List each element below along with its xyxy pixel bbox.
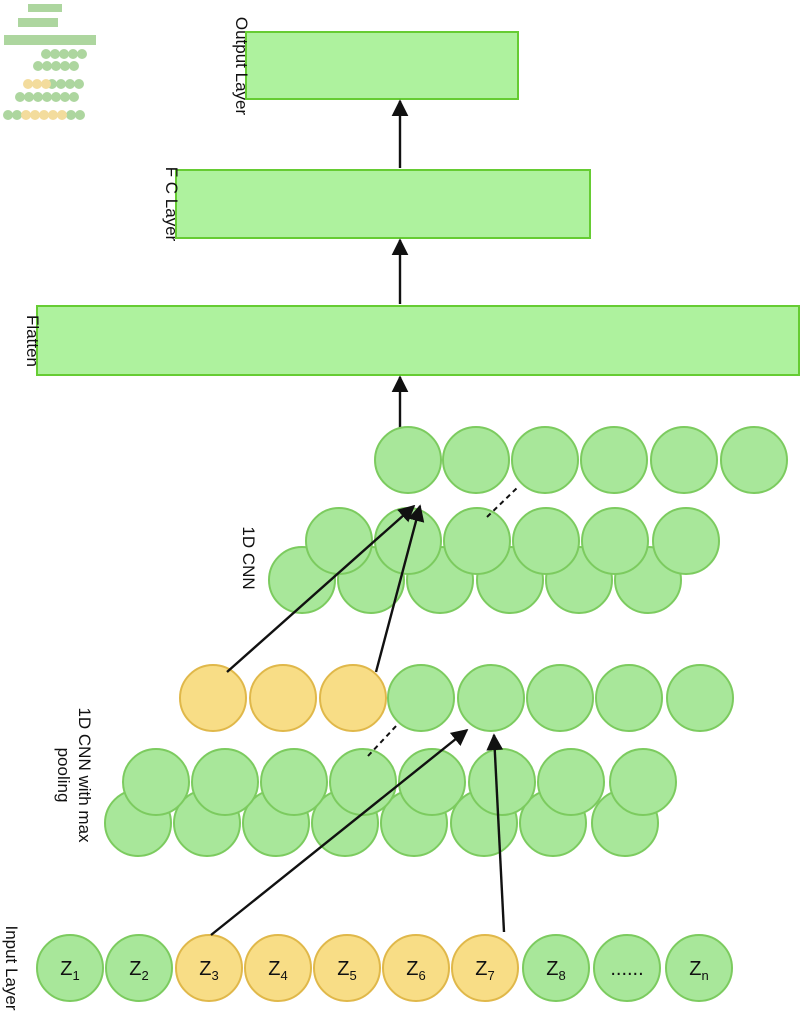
- input-node: Z3: [175, 934, 243, 1002]
- input-node-circle: [244, 934, 312, 1002]
- input-node: Z7: [451, 934, 519, 1002]
- input-node: Z1: [36, 934, 104, 1002]
- arrow-z7-to-pool: [486, 733, 506, 933]
- cnn-pool-label-line2: pooling: [54, 748, 73, 803]
- input-node-label: Z1: [60, 958, 79, 983]
- input-node-circle: [593, 934, 661, 1002]
- output-layer-box: [245, 31, 519, 100]
- cnn-label: 1D CNN: [239, 526, 258, 589]
- cnn-pool-label-line1: 1D CNN with max: [75, 707, 94, 843]
- input-node-sub: 4: [280, 968, 287, 983]
- input-node-sub: 8: [558, 968, 565, 983]
- input-node-sub: 2: [141, 968, 148, 983]
- input-node-label: Zn: [689, 958, 708, 983]
- input-node: Z4: [244, 934, 312, 1002]
- pooled-row: [179, 664, 734, 732]
- input-node-base: Z: [337, 958, 349, 980]
- cnn-pool-feature-maps: [104, 748, 677, 857]
- input-node-label: Z5: [337, 958, 356, 983]
- input-node-label: ......: [610, 958, 643, 980]
- flatten-label: Flatten: [23, 315, 42, 367]
- input-node-sub: 6: [418, 968, 425, 983]
- input-node: Z8: [522, 934, 590, 1002]
- input-node-label: Z2: [129, 958, 148, 983]
- thumbnail-preview: [3, 4, 96, 120]
- input-layer-label: Input Layer: [2, 925, 21, 1010]
- input-node-circle: [522, 934, 590, 1002]
- input-node-circle: [313, 934, 381, 1002]
- input-node-base: ......: [610, 958, 643, 980]
- input-node-circle: [175, 934, 243, 1002]
- input-node-base: Z: [268, 958, 280, 980]
- input-layer-row: Z1 Z2 Z3 Z4 Z5 Z6 Z7 Z8: [36, 934, 733, 1002]
- fc-layer-label: F C Layer: [162, 167, 181, 242]
- input-node: Zn: [665, 934, 733, 1002]
- input-node-label: Z3: [199, 958, 218, 983]
- input-node-sub: n: [701, 968, 708, 983]
- arrow-z3-to-pool: [210, 728, 469, 936]
- arrow-pool-yellow-to-cnn-2: [374, 504, 425, 673]
- input-node-base: Z: [60, 958, 72, 980]
- cnn-top-row: [374, 426, 788, 494]
- input-node-sub: 5: [349, 968, 356, 983]
- input-node-circle: [665, 934, 733, 1002]
- output-layer-label: Output Layer: [232, 17, 251, 116]
- input-node-sub: 7: [487, 968, 494, 983]
- input-node-base: Z: [406, 958, 418, 980]
- input-node-circle: [382, 934, 450, 1002]
- input-node: ......: [593, 934, 661, 1002]
- input-node-label: Z8: [546, 958, 565, 983]
- input-node-base: Z: [475, 958, 487, 980]
- input-node: Z5: [313, 934, 381, 1002]
- cnn-feature-maps: [268, 507, 720, 614]
- input-node-base: Z: [199, 958, 211, 980]
- input-node-label: Z6: [406, 958, 425, 983]
- input-node-base: Z: [129, 958, 141, 980]
- input-node: Z2: [105, 934, 173, 1002]
- input-node: Z6: [382, 934, 450, 1002]
- input-node-circle: [36, 934, 104, 1002]
- input-node-label: Z4: [268, 958, 287, 983]
- input-node-sub: 1: [72, 968, 79, 983]
- input-node-sub: 3: [211, 968, 218, 983]
- arrow-pool-yellow-to-cnn: [226, 504, 416, 673]
- dash-marker-pool: [367, 723, 399, 757]
- flatten-layer-box: [36, 305, 800, 376]
- fc-layer-box: [175, 169, 591, 239]
- input-node-base: Z: [689, 958, 701, 980]
- input-node-circle: [105, 934, 173, 1002]
- dash-marker-cnn: [486, 486, 519, 518]
- input-node-circle: [451, 934, 519, 1002]
- input-node-base: Z: [546, 958, 558, 980]
- input-node-label: Z7: [475, 958, 494, 983]
